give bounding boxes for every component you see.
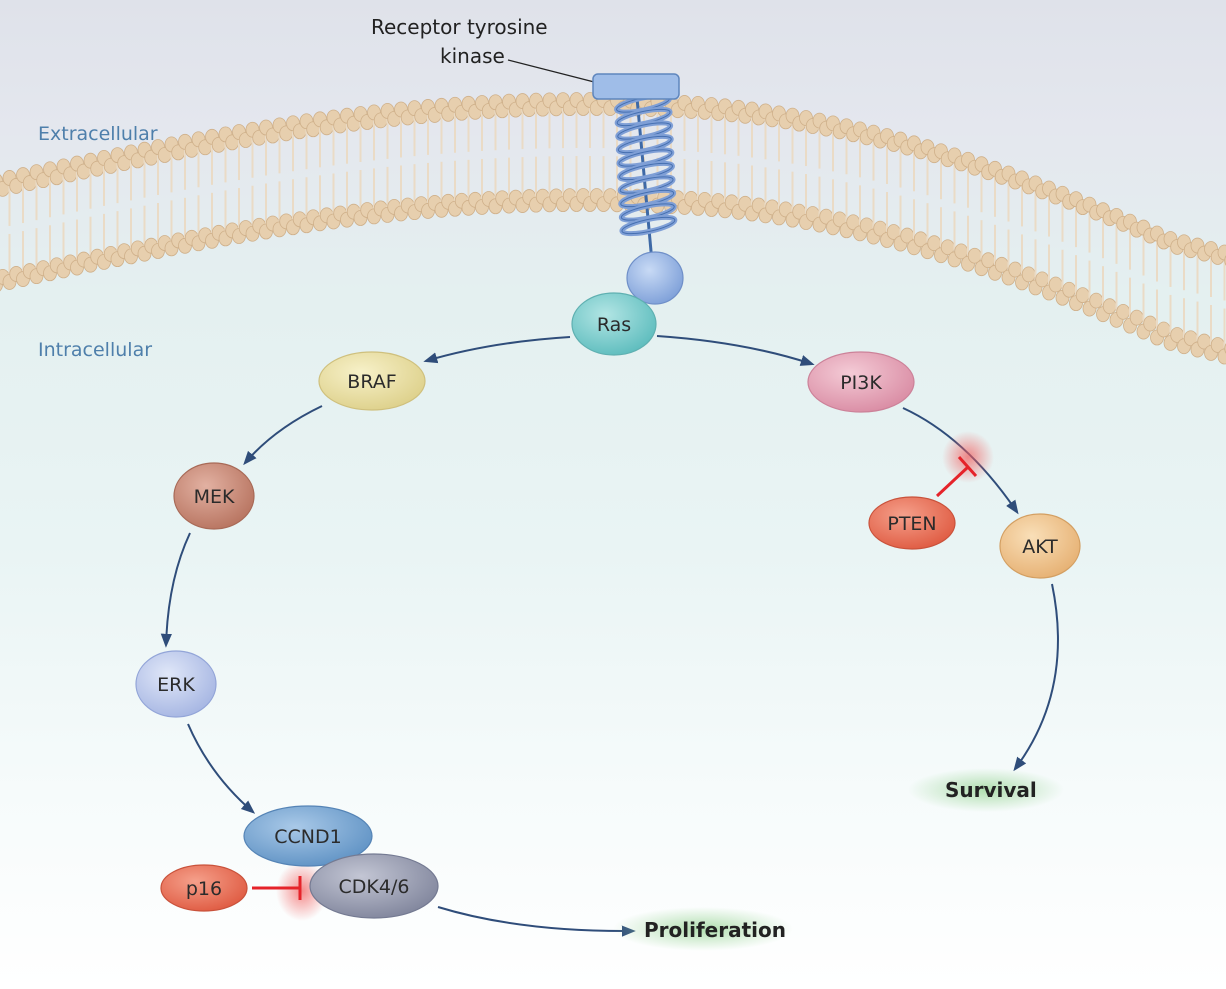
receptor-tyrosine-kinase (507, 59, 684, 305)
lipid-head (1089, 292, 1104, 309)
pten-inhibition-glow (942, 431, 994, 483)
mek-shape (173, 462, 255, 530)
lipid-head (1156, 321, 1171, 338)
cdk46-label: CDK4/6 (339, 876, 410, 898)
pten-shape (868, 496, 956, 550)
arrow-ras-to-braf (423, 336, 571, 364)
receptor-kinase-domain (626, 251, 684, 305)
receptor-leader-line (507, 59, 603, 85)
braf-shape (318, 351, 426, 411)
lipid-head (1062, 281, 1077, 298)
lipid-head (1143, 315, 1158, 332)
arrow-akt-to-survival (1013, 583, 1059, 772)
node-pi3k: PI3K (807, 351, 915, 413)
node-ccnd1: CCND1 (243, 805, 373, 867)
braf-label: BRAF (347, 371, 396, 393)
ccnd1-shape (243, 805, 373, 867)
lipid-head (1102, 298, 1117, 315)
helix-turn-outline (621, 216, 676, 235)
node-p16: p16 (160, 864, 248, 912)
lipid-head (1035, 271, 1050, 288)
lipid-head (1075, 287, 1090, 304)
survival-label: Survival (945, 778, 1037, 802)
proliferation-glow (613, 907, 793, 951)
pi3k-shape (807, 351, 915, 413)
erk-shape (135, 650, 217, 718)
ras-label: Ras (597, 314, 631, 336)
node-pten: PTEN (868, 496, 956, 550)
pten-label: PTEN (887, 513, 936, 535)
lipid-head (1048, 276, 1063, 293)
node-akt: AKT (999, 513, 1081, 579)
node-cdk46: CDK4/6 (309, 853, 439, 919)
ras-shape (571, 292, 657, 356)
arrow-mek-to-erk (160, 532, 191, 648)
erk-label: ERK (157, 674, 195, 696)
lipid-head (1116, 303, 1131, 320)
inhibition-arrows (252, 455, 978, 900)
akt-label: AKT (1022, 536, 1058, 558)
inhibitor-pten-bar (957, 455, 978, 478)
lipid-head (1021, 266, 1036, 283)
node-braf: BRAF (318, 351, 426, 411)
survival-glow (908, 768, 1064, 812)
cdk46-shape (309, 853, 439, 919)
pi3k-label: PI3K (840, 372, 882, 394)
p16-label: p16 (186, 878, 222, 900)
p16-shape (160, 864, 248, 912)
intracellular-label: Intracellular (38, 339, 152, 361)
akt-shape (999, 513, 1081, 579)
arrow-erk-to-ccnd1 (187, 723, 256, 814)
lipid-head (1008, 261, 1023, 278)
arrow-ras-to-pi3k (656, 335, 815, 366)
activation-arrows (160, 335, 1059, 937)
node-erk: ERK (135, 650, 217, 718)
receptor-label-line1: Receptor tyrosine (371, 15, 548, 39)
proliferation-label: Proliferation (644, 918, 786, 942)
arrow-cdk46-to-proliferation (437, 906, 636, 937)
node-mek: MEK (173, 462, 255, 530)
receptor-extracellular-domain (592, 73, 680, 100)
inhibitor-pten-line (935, 465, 970, 498)
arrow-braf-to-mek (243, 405, 323, 466)
extracellular-label: Extracellular (38, 123, 158, 145)
receptor-label-line2: kinase (440, 44, 505, 68)
cell-membrane (0, 92, 1226, 365)
lipid-head (1129, 309, 1144, 326)
ccnd1-label: CCND1 (274, 826, 341, 848)
node-ras: Ras (571, 292, 657, 356)
mek-label: MEK (194, 486, 235, 508)
